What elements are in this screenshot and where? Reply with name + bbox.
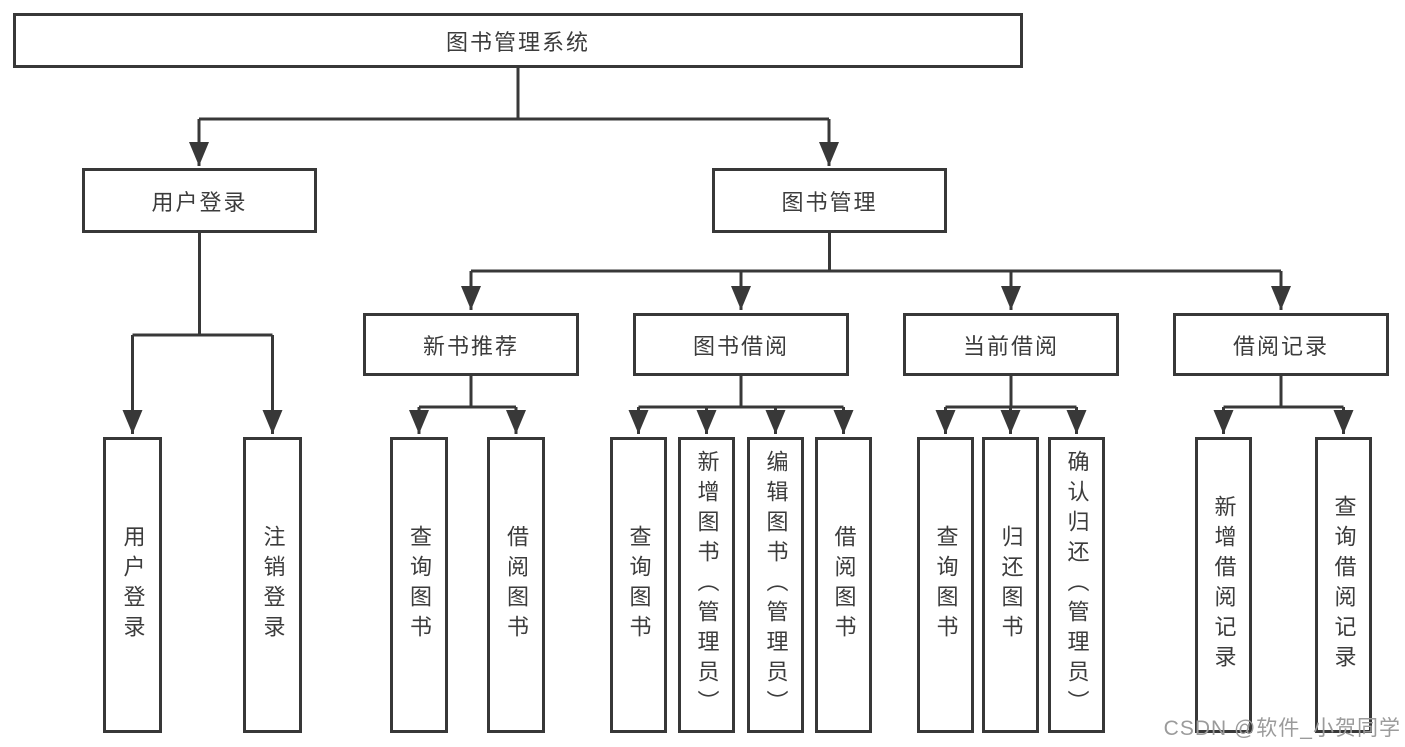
node-label: 借阅图书: [831, 525, 857, 645]
leaf-br-query-record: 查询借阅记录: [1315, 437, 1372, 733]
leaf-br-add-record: 新增借阅记录: [1195, 437, 1252, 733]
node-label: 新增图书（管理员）: [694, 450, 720, 720]
node-book-borrow: 图书借阅: [633, 313, 849, 376]
node-label: 当前借阅: [962, 333, 1059, 359]
leaf-bb-edit-books-admin: 编辑图书（管理员）: [747, 437, 804, 733]
node-label: 用户登录: [151, 189, 248, 215]
node-label: 图书管理: [781, 189, 878, 215]
leaf-cb-return-books: 归还图书: [982, 437, 1039, 733]
node-label: 借阅记录: [1232, 333, 1329, 359]
leaf-bb-query-books: 查询图书: [610, 437, 667, 733]
leaf-bb-borrow-books: 借阅图书: [815, 437, 872, 733]
node-borrow-records: 借阅记录: [1173, 313, 1389, 376]
node-label: 注销登录: [260, 525, 286, 645]
node-label: 查询图书: [933, 525, 959, 645]
node-user-login: 用户登录: [82, 168, 317, 233]
node-label: 图书借阅: [692, 333, 789, 359]
leaf-logout: 注销登录: [243, 437, 302, 733]
node-label: 编辑图书（管理员）: [763, 450, 789, 720]
leaf-nbr-query-books: 查询图书: [390, 437, 448, 733]
node-book-management: 图书管理: [712, 168, 947, 233]
node-label: 图书管理系统: [445, 29, 590, 55]
leaf-bb-add-books-admin: 新增图书（管理员）: [678, 437, 735, 733]
leaf-nbr-borrow-books: 借阅图书: [487, 437, 545, 733]
node-label: 用户登录: [120, 525, 146, 645]
leaf-cb-query-books: 查询图书: [917, 437, 974, 733]
connector-bus-lines: [132, 68, 1344, 409]
node-label: 借阅图书: [504, 525, 529, 645]
leaf-user-login: 用户登录: [103, 437, 162, 733]
node-current-borrow: 当前借阅: [903, 313, 1119, 376]
node-label: 查询借阅记录: [1331, 495, 1357, 675]
node-label: 归还图书: [998, 525, 1024, 645]
watermark: CSDN @软件_小贺同学: [1163, 717, 1401, 740]
node-root: 图书管理系统: [13, 13, 1023, 68]
node-label: 新增借阅记录: [1211, 495, 1237, 675]
node-label: 确认归还（管理员）: [1064, 450, 1090, 720]
leaf-cb-confirm-return-admin: 确认归还（管理员）: [1048, 437, 1105, 733]
node-label: 新书推荐: [422, 333, 519, 359]
node-new-book-recommend: 新书推荐: [363, 313, 579, 376]
node-label: 查询图书: [407, 525, 432, 645]
connector-arrows: [122, 119, 1354, 434]
node-label: 查询图书: [626, 525, 652, 645]
